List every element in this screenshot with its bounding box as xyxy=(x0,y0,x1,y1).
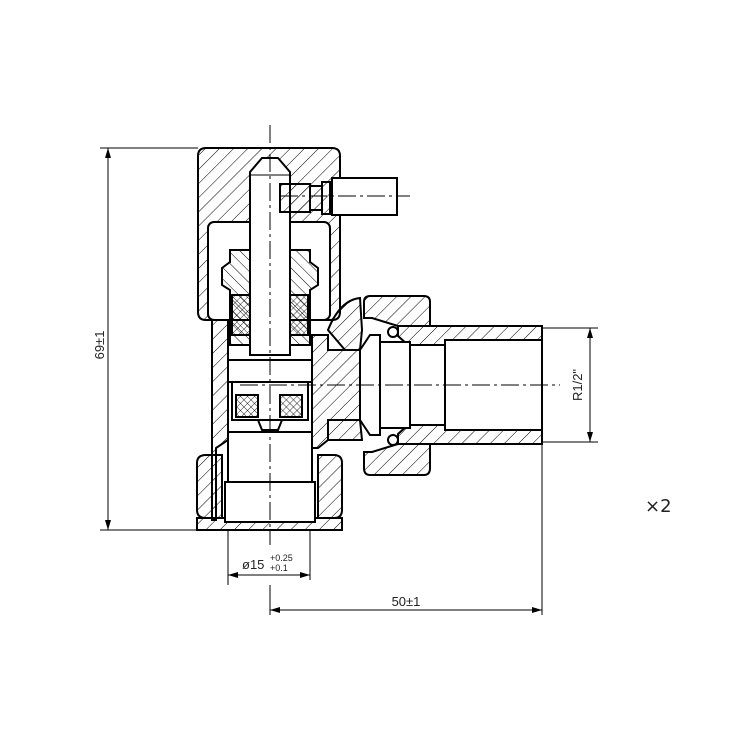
length-dimension: 50±1 xyxy=(269,442,543,615)
length-label: 50±1 xyxy=(392,594,421,609)
thread-label: R1/2" xyxy=(570,369,585,401)
thread-dimension: R1/2" xyxy=(542,327,598,443)
quantity-label: ×2 xyxy=(645,496,672,517)
height-label: 69±1 xyxy=(92,331,107,360)
diameter-label: ø15 xyxy=(242,557,264,572)
union-tail xyxy=(359,295,543,476)
tolerance-upper: +0.25 xyxy=(270,553,293,563)
height-dimension: 69±1 xyxy=(92,147,198,531)
tolerance-lower: +0.1 xyxy=(270,563,288,573)
diameter-dimension: ø15 +0.25 +0.1 xyxy=(227,530,311,585)
